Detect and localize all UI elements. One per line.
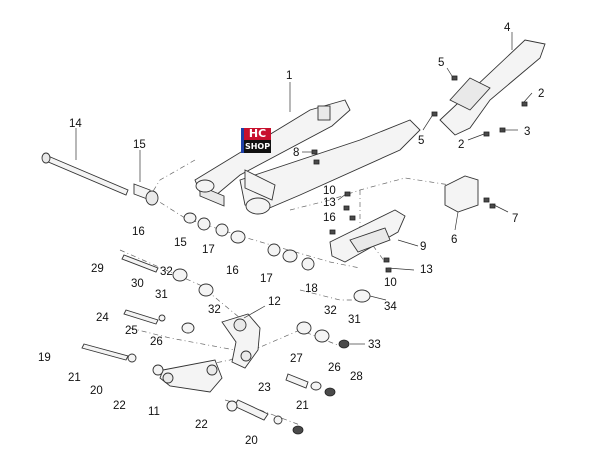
callout-13: 13 (323, 197, 336, 209)
chain-slider-9 (329, 209, 406, 263)
callout-26: 26 (150, 336, 163, 348)
bracket-6 (444, 175, 479, 213)
callout-3: 3 (524, 126, 530, 138)
callout-31: 31 (348, 314, 361, 326)
pin-19 (81, 343, 129, 361)
logo-bottom-text: SHOP (244, 140, 271, 153)
callout-23: 23 (258, 382, 271, 394)
callout-26: 26 (328, 362, 341, 374)
callout-28: 28 (350, 371, 363, 383)
callout-5: 5 (438, 57, 444, 69)
callout-24: 24 (96, 312, 109, 324)
callout-17: 17 (260, 273, 273, 285)
callout-32: 32 (324, 305, 337, 317)
callout-labels: 1 2 2 3 4 5 5 6 7 8 9 10 10 11 12 13 13 … (38, 22, 544, 447)
callout-32: 32 (208, 304, 221, 316)
callout-22: 22 (195, 419, 208, 431)
callout-2: 2 (458, 139, 464, 151)
callout-17: 17 (202, 244, 215, 256)
callout-9: 9 (420, 241, 426, 253)
swingarm-1 (194, 99, 421, 215)
callout-30: 30 (131, 278, 144, 290)
callout-29: 29 (91, 263, 104, 275)
callout-2: 2 (538, 88, 544, 100)
callout-8: 8 (293, 147, 299, 159)
callout-13: 13 (420, 264, 433, 276)
callout-16: 16 (323, 212, 336, 224)
hc-shop-logo: HC SHOP (241, 128, 271, 153)
callout-5: 5 (418, 135, 424, 147)
axle-14 (41, 152, 129, 196)
small-parts (127, 212, 371, 435)
callout-19: 19 (38, 352, 51, 364)
callout-18: 18 (305, 283, 318, 295)
callout-33: 33 (368, 339, 381, 351)
pin-23 (233, 399, 269, 421)
callout-16: 16 (226, 265, 239, 277)
callout-22: 22 (113, 400, 126, 412)
callout-31: 31 (155, 289, 168, 301)
callout-25: 25 (125, 325, 138, 337)
callout-11: 11 (148, 406, 160, 418)
callout-32: 32 (160, 266, 173, 278)
callout-27: 27 (290, 353, 303, 365)
callout-10: 10 (323, 185, 336, 197)
logo-top-text: HC (244, 128, 271, 140)
callout-10: 10 (384, 277, 397, 289)
callout-20: 20 (90, 385, 103, 397)
pin-24 (123, 309, 159, 325)
callout-34: 34 (384, 301, 397, 313)
callout-6: 6 (451, 234, 457, 246)
callout-21: 21 (68, 372, 81, 384)
callout-15: 15 (174, 237, 187, 249)
pin-27 (285, 373, 309, 389)
callout-4: 4 (504, 22, 511, 34)
callout-7: 7 (512, 213, 518, 225)
chain-guard-4 (439, 39, 546, 136)
callout-15: 15 (133, 139, 146, 151)
linkage-12 (221, 313, 261, 369)
pin-29 (121, 254, 159, 273)
logo-mark (241, 128, 244, 153)
bushing-15-left (133, 183, 159, 206)
callout-16: 16 (132, 226, 145, 238)
callout-12: 12 (268, 296, 281, 308)
leader-lines (75, 32, 533, 345)
callout-1: 1 (286, 70, 292, 82)
callout-14: 14 (69, 118, 82, 130)
callout-21: 21 (296, 400, 309, 412)
rocker-11 (159, 359, 223, 393)
callout-20: 20 (245, 435, 258, 447)
